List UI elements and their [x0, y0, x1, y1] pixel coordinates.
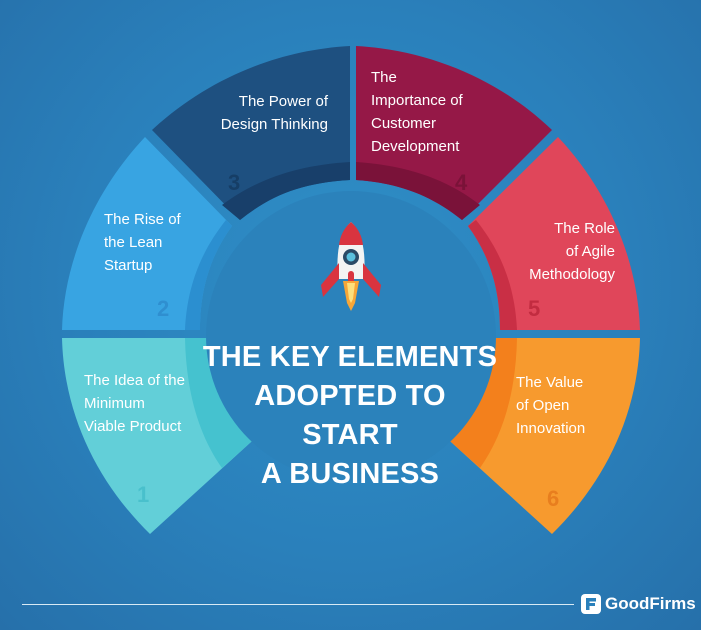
segment-1-label-line: Viable Product — [84, 418, 182, 435]
goodfirms-logo-icon — [581, 594, 601, 614]
segment-2 — [62, 137, 232, 330]
segment-4-label-line: The — [371, 69, 397, 86]
brand-name: GoodFirms — [605, 594, 696, 613]
segment-4-number: 4 — [455, 170, 468, 195]
title-line: START — [302, 419, 398, 451]
segment-6-label-line: of Open — [516, 397, 570, 414]
footer-divider — [22, 604, 574, 605]
segment-3-number: 3 — [228, 170, 241, 195]
segment-4-label-line: Customer — [371, 115, 437, 132]
segment-5-inner-band — [468, 220, 517, 330]
segment-1-number: 1 — [137, 482, 150, 507]
segment-3-label-line: Design Thinking — [220, 116, 328, 133]
segment-6-label-line: The Value — [516, 374, 584, 391]
title-line: A BUSINESS — [260, 458, 440, 490]
main-title: THE KEY ELEMENTS ADOPTED TO START A BUSI… — [200, 338, 500, 494]
title-line: THE KEY ELEMENTS — [202, 341, 498, 373]
title-line: ADOPTED TO — [254, 380, 446, 412]
segment-2-number: 2 — [157, 296, 170, 321]
segment-1-label-line: Minimum — [84, 395, 145, 412]
segment-4-label-line: Importance of — [371, 92, 463, 109]
segment-5-label-line: Methodology — [529, 266, 615, 283]
segment-5-label-line: The Role — [554, 220, 615, 237]
segment-1-label-line: The Idea of the — [84, 372, 185, 389]
segment-3-label: The Power of Design Thinking — [221, 90, 328, 136]
segment-2-label-line: the Lean — [104, 234, 163, 251]
segment-6-label-line: Innovation — [516, 420, 586, 437]
segment-5-number: 5 — [528, 296, 541, 321]
segment-3-label-line: The Power of — [238, 93, 328, 110]
segment-6-number: 6 — [547, 486, 560, 511]
brand-logo: GoodFirms — [581, 593, 696, 615]
rocket-icon — [321, 222, 381, 311]
segment-2-label-line: Startup — [104, 257, 153, 274]
segment-4-inner-band — [356, 162, 480, 220]
segment-2-inner-band — [185, 220, 232, 330]
segment-2-label-line: The Rise of — [104, 211, 181, 228]
center-disc — [206, 191, 496, 481]
segment-3-inner-band — [222, 162, 350, 220]
segment-5 — [468, 137, 640, 330]
segment-5-label-line: of Agile — [565, 243, 615, 260]
segment-4-label-line: Development — [371, 138, 460, 155]
